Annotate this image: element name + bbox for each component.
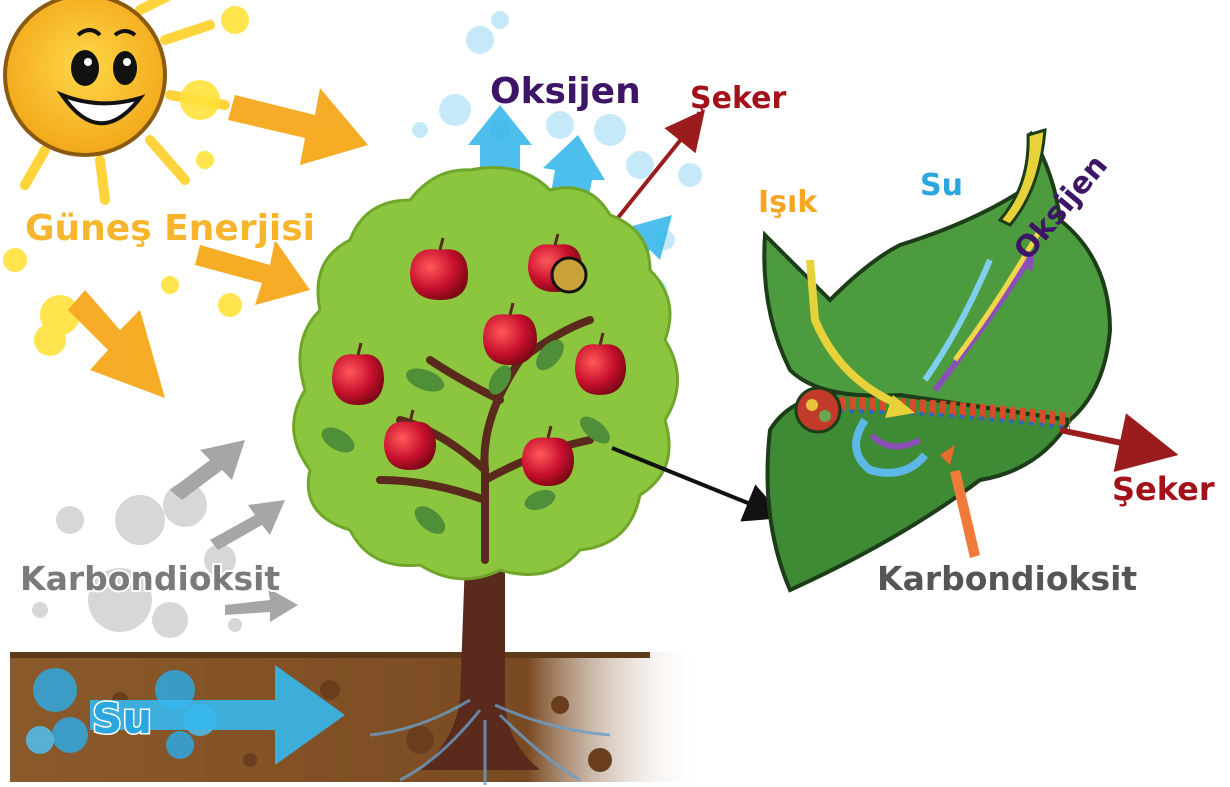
sun-arrow-1 xyxy=(228,88,368,165)
oxygen-tree-label: Oksijen xyxy=(490,71,641,112)
zoom-circle-tree xyxy=(552,258,586,292)
sugar-tree-label: Şeker xyxy=(690,81,786,116)
water-leaf-label: Su xyxy=(920,168,963,203)
water-soil-label: Su xyxy=(92,694,152,743)
co2-leaf-label: Karbondioksit xyxy=(877,559,1137,598)
co2-left-label: Karbondioksit xyxy=(20,559,280,598)
sugar-arrow-leaf xyxy=(1060,430,1155,450)
sun-energy-label: Güneş Enerjisi xyxy=(25,208,315,249)
sun-arrow-3 xyxy=(68,290,165,398)
sun-arrow-2 xyxy=(195,240,310,305)
sugar-leaf-label: Şeker xyxy=(1112,470,1215,508)
light-leaf-label: Işık xyxy=(758,185,818,220)
